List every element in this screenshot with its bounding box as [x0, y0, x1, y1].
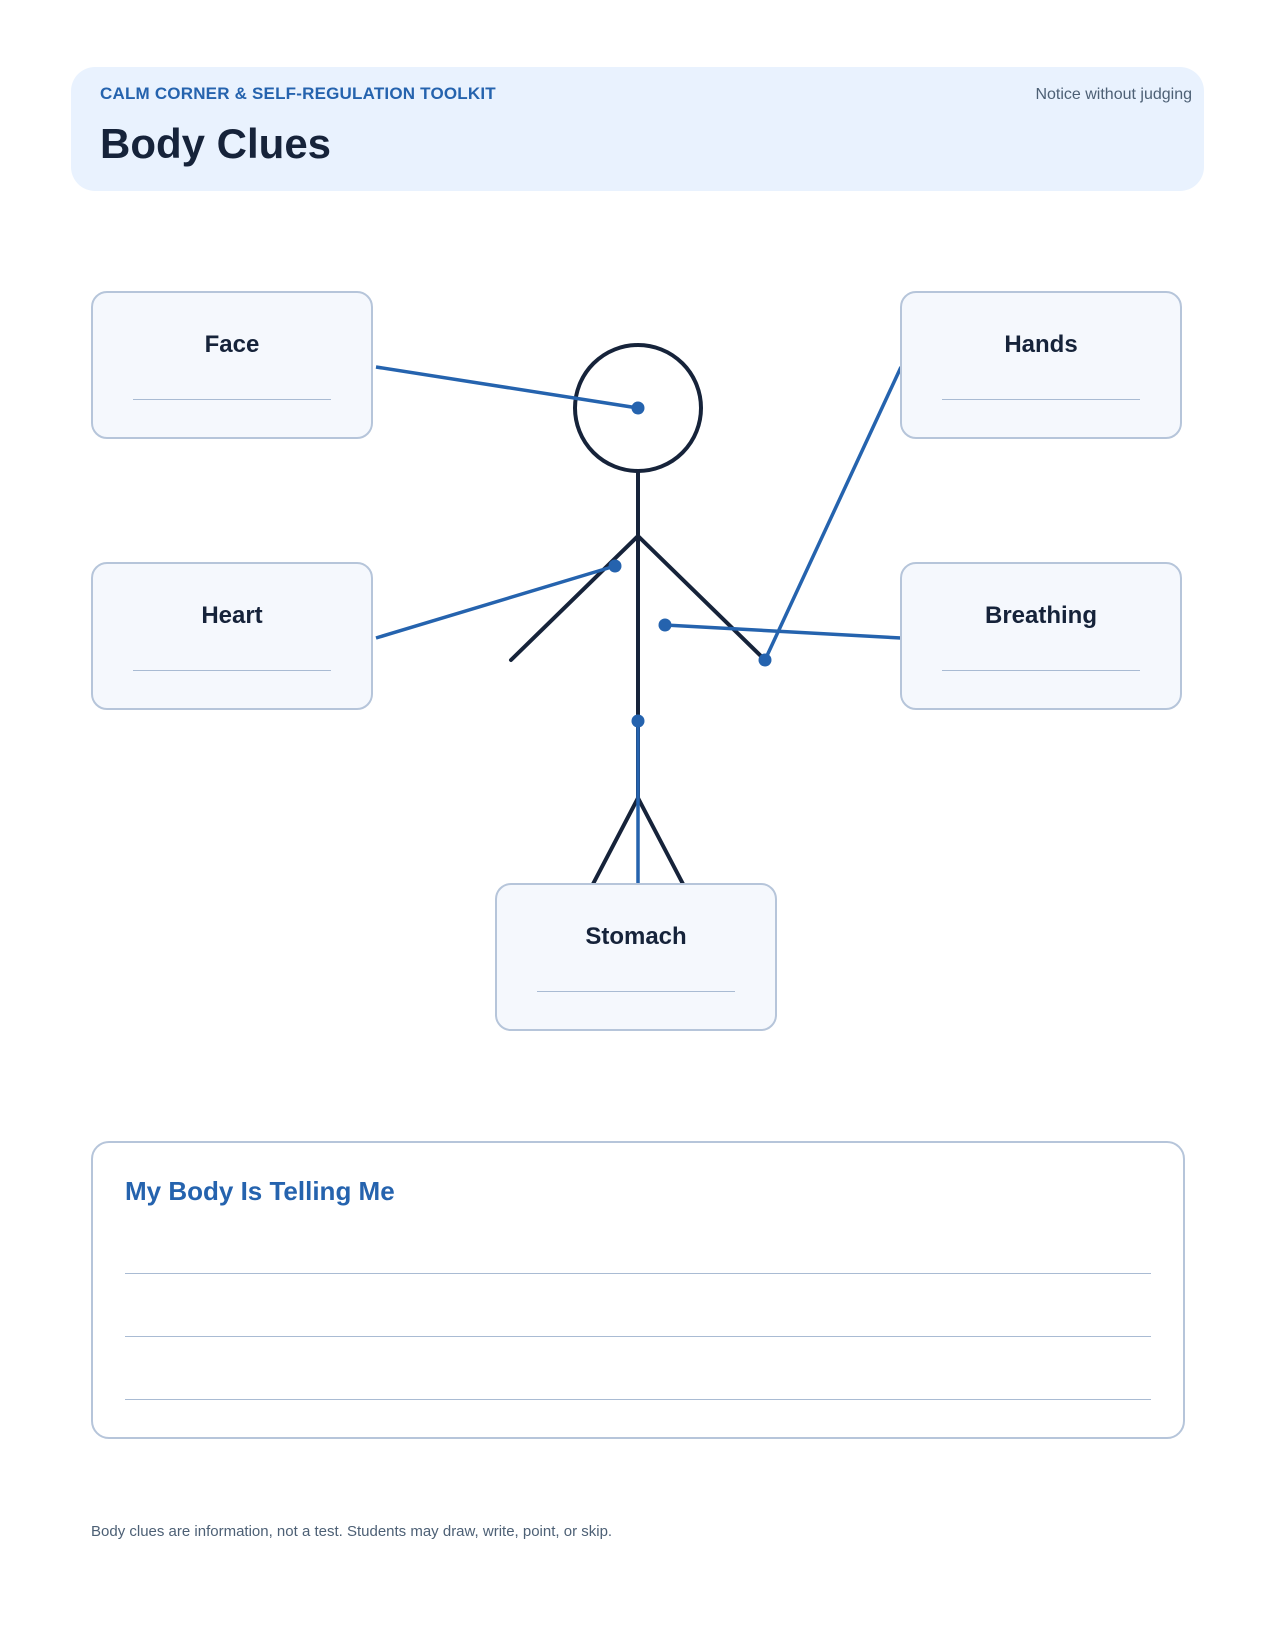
page-title: Body Clues: [100, 120, 332, 167]
stomach-label: Stomach: [585, 923, 687, 950]
reflection-panel: My Body Is Telling Me: [91, 1141, 1185, 1439]
breathing-write-line[interactable]: [942, 670, 1140, 671]
breathing-box: Breathing: [900, 562, 1182, 710]
face-label: Face: [204, 331, 260, 358]
dot-stomach: [631, 714, 645, 728]
header-tagline: Notice without judging: [1035, 86, 1192, 103]
face-box: Face: [91, 291, 373, 439]
connector-heart: [375, 564, 616, 640]
stick-figure: [509, 343, 767, 886]
connector-breathing: [664, 623, 902, 640]
figure-left-arm: [509, 534, 640, 662]
breathing-label: Breathing: [984, 602, 1097, 629]
connector-face: [375, 365, 639, 410]
dot-hands: [758, 653, 772, 667]
heart-box: Heart: [91, 562, 373, 710]
stomach-write-line[interactable]: [537, 991, 735, 992]
connector-lines: [375, 365, 903, 884]
reflection-line-1[interactable]: [125, 1273, 1151, 1274]
stomach-box: Stomach: [495, 883, 777, 1031]
face-write-line[interactable]: [133, 399, 331, 400]
figure-left-leg: [591, 796, 640, 886]
figure-right-arm: [636, 534, 767, 662]
heart-label: Heart: [201, 602, 263, 629]
hands-box: Hands: [900, 291, 1182, 439]
connector-dots: [608, 401, 772, 728]
reflection-line-3[interactable]: [125, 1399, 1151, 1400]
footer-note: Body clues are information, not a test. …: [91, 1523, 613, 1540]
dot-heart: [608, 559, 622, 573]
hands-write-line[interactable]: [942, 399, 1140, 400]
hands-label: Hands: [1004, 331, 1078, 358]
dot-face: [631, 401, 645, 415]
heart-write-line[interactable]: [133, 670, 331, 671]
page-header: CALM CORNER & SELF-REGULATION TOOLKIT No…: [71, 67, 1204, 191]
reflection-line-2[interactable]: [125, 1336, 1151, 1337]
dot-breathing: [658, 618, 672, 632]
toolkit-kicker: CALM CORNER & SELF-REGULATION TOOLKIT: [100, 84, 496, 103]
connector-hands: [763, 366, 903, 661]
reflection-title: My Body Is Telling Me: [125, 1176, 395, 1206]
figure-right-leg: [636, 796, 685, 886]
